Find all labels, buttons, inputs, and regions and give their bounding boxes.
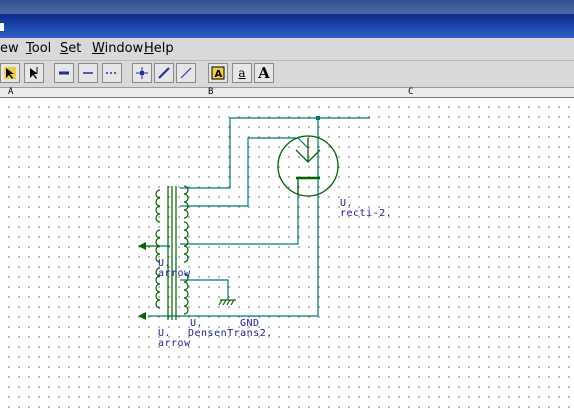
toolbar: A a A [0,61,574,88]
thin-line-button[interactable] [78,63,98,83]
schematic-canvas[interactable]: U. recti-2. U. arrow U. GND U. DensenTra… [0,98,574,410]
wire-tool-button[interactable] [24,63,44,83]
wire-gnd [180,279,229,300]
menu-bar: ew Tool Set Window Help [0,38,574,61]
gnd-label: GND [240,318,260,329]
thin-diagonal-button[interactable] [176,63,196,83]
dotted-line-icon [106,72,118,74]
window-control-icon[interactable] [0,23,4,31]
svg-text:A: A [215,69,223,80]
wire-right [148,118,319,317]
arrow-symbol-1 [138,242,160,250]
wire-tool-icon [30,67,38,79]
transformer-name-label: DensenTrans2. [188,328,273,339]
menu-set[interactable]: Set [60,41,82,56]
menu-help[interactable]: Help [144,41,174,56]
diagonal-line-button[interactable] [154,63,174,83]
rectifier-name-label: recti-2. [340,208,393,219]
text-large-icon: A [258,64,270,82]
thin-diagonal-icon [180,67,192,79]
title-bar[interactable] [0,14,574,38]
title-bar-top-strip [0,0,574,14]
ruler-label-b: B [208,87,214,97]
thick-line-button[interactable] [54,63,74,83]
transformer-ref-label: U. [190,318,204,329]
arrow1-name-label: arrow [158,268,191,279]
text-box-button[interactable]: A [208,63,228,83]
rectifier-ref-label: U. [340,198,354,209]
menu-window[interactable]: Window [92,41,144,56]
arrow2-ref-label: U. [158,328,172,339]
select-pointer-button[interactable] [0,63,20,83]
ruler-label-c: C [408,87,414,97]
arrow1-ref-label: U. [158,258,172,269]
wire-top [180,117,370,189]
dotted-line-button[interactable] [102,63,122,83]
menu-view[interactable]: ew [0,41,19,56]
junction-icon [136,67,148,79]
rectifier-tube [277,135,339,197]
wires [146,117,370,317]
select-pointer-icon [4,67,16,79]
thin-line-icon [83,72,93,74]
wire-rect-anode [180,137,309,207]
wire-mid [180,182,299,245]
junction-dot [316,116,320,120]
junction-button[interactable] [132,63,152,83]
menu-tool[interactable]: Tool [26,41,52,56]
ground-symbol [218,299,236,306]
text-large-button[interactable]: A [254,63,274,83]
diagonal-line-icon [158,67,170,79]
text-underline-button[interactable]: a [232,63,252,83]
text-underline-icon: a [238,66,246,80]
ruler-label-a: A [8,87,14,97]
column-ruler: A B C [0,87,574,98]
arrow-symbol-2 [138,312,146,320]
text-box-icon: A [211,66,225,80]
schematic-drawing [138,116,370,320]
thick-line-icon [59,71,69,75]
arrow2-name-label: arrow [158,338,191,349]
